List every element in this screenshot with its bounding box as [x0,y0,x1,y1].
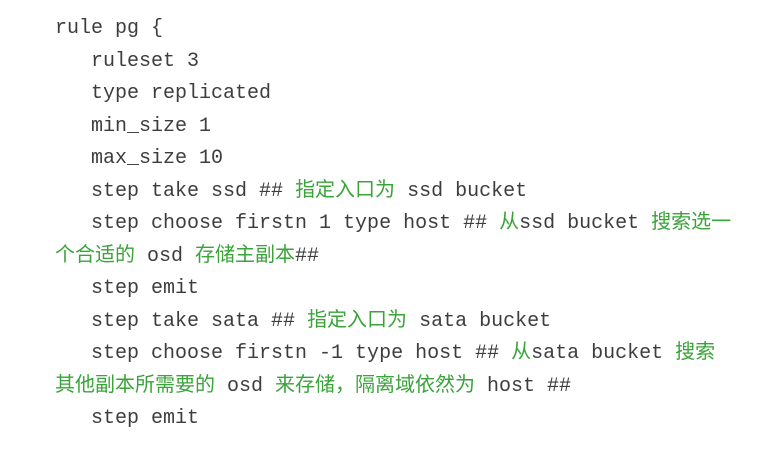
comment-text: 搜索选一 [651,212,732,235]
code-text: rule pg { [55,17,164,40]
code-text: ssd bucket [395,179,528,203]
code-text: type replicated [55,82,272,105]
code-text: sata bucket [531,342,676,365]
code-text: step take ssd ## [55,179,296,203]
comment-text: 个合适的 [55,244,135,268]
comment-text: 来存储，隔离域依然为 [275,374,476,398]
code-text: ruleset 3 [55,49,200,73]
code-text: step choose firstn 1 type host ## [55,212,500,235]
comment-text: 指定入口为 [307,309,408,333]
code-line: ruleset 3 [55,46,772,79]
code-line: 个合适的 osd 存储主副本## [55,241,772,274]
code-text: ssd bucket [519,212,652,235]
code-line: step choose firstn 1 type host ## 从ssd b… [55,208,772,241]
code-text: step choose firstn -1 type host ## [55,342,512,365]
code-line: min_size 1 [55,111,772,144]
code-text: osd [215,374,276,398]
code-text: step take sata ## [55,309,308,333]
comment-text: 指定入口为 [295,179,396,203]
code-text: osd [135,244,196,268]
code-line: step take ssd ## 指定入口为 ssd bucket [55,176,772,209]
code-text: host ## [475,374,572,398]
comment-text: 存储主副本 [195,244,296,268]
code-text: ## [295,244,320,268]
comment-text: 搜索 [675,342,716,365]
code-line: step take sata ## 指定入口为 sata bucket [55,306,772,339]
code-line: rule pg { [55,13,772,46]
code-line: 其他副本所需要的 osd 来存储，隔离域依然为 host ## [55,371,772,404]
comment-text: 从 [511,342,532,365]
code-text: step emit [55,407,200,430]
code-line: type replicated [55,78,772,111]
comment-text: 其他副本所需要的 [55,374,215,398]
code-line: step choose firstn -1 type host ## 从sata… [55,338,772,371]
code-text: min_size 1 [55,114,212,138]
code-line: step emit [55,273,772,306]
code-line: step emit [55,403,772,436]
crush-rule-code-block: rule pg { ruleset 3 type replicated min_… [55,13,772,436]
code-text: sata bucket [407,309,552,333]
code-line: max_size 10 [55,143,772,176]
comment-text: 从 [499,212,520,235]
code-text: max_size 10 [55,147,224,170]
code-text: step emit [55,277,200,300]
